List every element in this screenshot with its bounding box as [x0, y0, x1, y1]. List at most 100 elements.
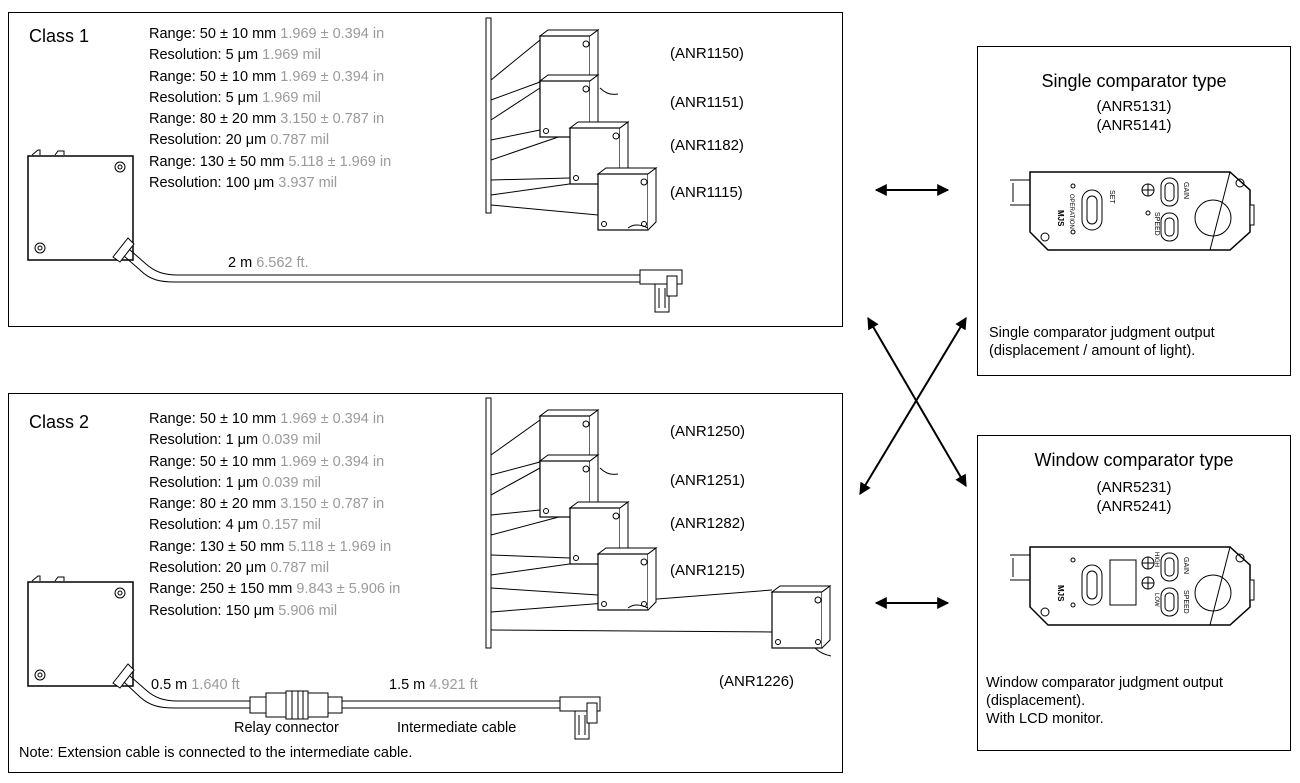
- spec-metric: Resolution: 100 μm: [149, 175, 275, 192]
- device-low-label: LOW: [1153, 593, 1159, 607]
- connection-arrows: [859, 184, 967, 609]
- class1-label: Class 1: [29, 26, 90, 46]
- device-speed-label: SPEED: [1182, 590, 1189, 614]
- note-text: Note: Extension cable is connected to th…: [19, 745, 413, 761]
- spec-line: Resolution: 150 μm 5.906 mil: [149, 601, 400, 622]
- spec-metric: Range: 250 ± 150 mm: [149, 581, 293, 598]
- class2-sensor-group: [485, 397, 832, 657]
- spec-line: Range: 50 ± 10 mm 1.969 ± 0.394 in: [149, 452, 400, 473]
- class1-main-sensor: [27, 149, 683, 313]
- spec-line: Resolution: 5 μm 1.969 mil: [149, 88, 391, 109]
- class2-panel: Class 2 Range: 50 ± 10 mm 1.969 ± 0.394 …: [8, 393, 843, 773]
- spec-metric: Resolution: 1 μm: [149, 474, 259, 491]
- spec-imperial: 1.969 ± 0.394 in: [280, 453, 385, 470]
- device-speed-label: SPEED: [1153, 212, 1160, 236]
- spec-line: Resolution: 1 μm 0.039 mil: [149, 473, 400, 494]
- spec-line: Resolution: 20 μm 0.787 mil: [149, 130, 391, 151]
- spec-imperial: 1.969 ± 0.394 in: [280, 26, 385, 42]
- single-model: (ANR5141): [1096, 117, 1172, 134]
- window-comparator-device: MJS HIGH LOW GAIN SPEED: [1010, 546, 1255, 626]
- spec-line: Range: 130 ± 50 mm 5.118 ± 1.969 in: [149, 152, 391, 173]
- spec-imperial: 0.157 mil: [262, 517, 321, 534]
- model-label: (ANR1226): [719, 673, 795, 690]
- spec-imperial: 1.969 ± 0.394 in: [280, 68, 385, 85]
- window-model: (ANR5231): [1096, 479, 1172, 496]
- class2-cable-short: 0.5 m 1.640 ft: [151, 677, 240, 693]
- spec-imperial: 1.969 mil: [262, 89, 321, 106]
- model-label: (ANR1250): [670, 423, 746, 440]
- spec-line: Range: 50 ± 10 mm 1.969 ± 0.394 in: [149, 67, 391, 88]
- spec-line: Range: 130 ± 50 mm 5.118 ± 1.969 in: [149, 537, 400, 558]
- spec-line: Range: 250 ± 150 mm 9.843 ± 5.906 in: [149, 579, 400, 600]
- model-label: (ANR1182): [670, 137, 744, 154]
- spec-metric: Range: 130 ± 50 mm: [149, 538, 285, 555]
- window-description-line: Window comparator judgment output (displ…: [986, 675, 1223, 709]
- spec-metric: Range: 50 ± 10 mm: [149, 26, 277, 42]
- spec-line: Resolution: 4 μm 0.157 mil: [149, 515, 400, 536]
- spec-metric: Range: 50 ± 10 mm: [149, 68, 277, 85]
- window-description-line: With LCD monitor.: [986, 711, 1104, 727]
- cable-imperial: 6.562 ft.: [256, 255, 309, 271]
- cable-imperial: 4.921 ft: [429, 677, 478, 693]
- sensor-anr1226: [771, 585, 831, 649]
- model-label: (ANR1215): [670, 562, 746, 579]
- spec-metric: Resolution: 20 μm: [149, 132, 267, 149]
- spec-metric: Range: 80 ± 20 mm: [149, 496, 277, 513]
- spec-metric: Resolution: 20 μm: [149, 560, 267, 577]
- single-comparator-device: MJS SET GAIN SPEED OPERATION: [1010, 171, 1255, 251]
- spec-imperial: 3.937 mil: [278, 175, 338, 192]
- spec-imperial: 0.039 mil: [262, 432, 321, 449]
- spec-imperial: 5.118 ± 1.969 in: [288, 153, 392, 170]
- intermediate-cable-label: Intermediate cable: [397, 720, 517, 736]
- single-model: (ANR5131): [1096, 98, 1172, 115]
- sensor-anr1215: [597, 547, 657, 611]
- arrow-class2-single: [859, 316, 967, 496]
- single-description: Single comparator judgment output (displ…: [989, 325, 1215, 359]
- class2-main-sensor: [27, 575, 601, 740]
- model-label: (ANR1151): [670, 94, 744, 111]
- spec-metric: Resolution: 1 μm: [149, 432, 259, 449]
- spec-imperial: 0.787 mil: [270, 560, 330, 577]
- spec-line: Range: 80 ± 20 mm 3.150 ± 0.787 in: [149, 494, 400, 515]
- device-gain-label: GAIN: [1182, 557, 1189, 574]
- device-gain-label: GAIN: [1182, 182, 1189, 199]
- spec-metric: Resolution: 150 μm: [149, 602, 275, 619]
- class1-spec-list: Range: 50 ± 10 mm 1.969 ± 0.394 in Resol…: [149, 24, 391, 194]
- spec-imperial: 3.150 ± 0.787 in: [280, 496, 385, 513]
- model-label: (ANR1150): [670, 45, 744, 62]
- spec-line: Range: 50 ± 10 mm 1.969 ± 0.394 in: [149, 409, 400, 430]
- single-title: Single comparator type: [1041, 71, 1227, 91]
- class1-cable-length: 2 m 6.562 ft.: [228, 255, 309, 271]
- cable-metric: 2 m: [228, 255, 253, 271]
- device-high-label: HIGH: [1153, 552, 1159, 567]
- spec-imperial: 3.150 ± 0.787 in: [280, 111, 385, 128]
- class1-sensor-group: [485, 17, 657, 231]
- device-brand-label: MJS: [1056, 210, 1065, 227]
- device-brand-label: MJS: [1056, 585, 1065, 602]
- spec-metric: Range: 50 ± 10 mm: [149, 453, 277, 470]
- cable-metric: 1.5 m: [389, 677, 426, 693]
- model-label: (ANR1251): [670, 472, 746, 489]
- spec-metric: Resolution: 4 μm: [149, 517, 259, 534]
- spec-line: Range: 50 ± 10 mm 1.969 ± 0.394 in: [149, 24, 391, 45]
- window-title: Window comparator type: [1034, 450, 1234, 470]
- model-label: (ANR1115): [670, 184, 743, 201]
- spec-imperial: 0.787 mil: [270, 132, 330, 149]
- spec-imperial: 9.843 ± 5.906 in: [296, 581, 401, 598]
- class2-spec-list: Range: 50 ± 10 mm 1.969 ± 0.394 in Resol…: [149, 409, 400, 622]
- device-set-label: SET: [1108, 190, 1115, 204]
- spec-metric: Resolution: 5 μm: [149, 47, 259, 64]
- spec-line: Resolution: 100 μm 3.937 mil: [149, 173, 391, 194]
- spec-line: Resolution: 1 μm 0.039 mil: [149, 430, 400, 451]
- device-operation-label: OPERATION: [1068, 194, 1074, 229]
- spec-metric: Range: 130 ± 50 mm: [149, 153, 285, 170]
- spec-imperial: 1.969 ± 0.394 in: [280, 411, 385, 427]
- class2-label: Class 2: [29, 412, 90, 432]
- window-description: Window comparator judgment output (displ…: [986, 674, 1286, 728]
- spec-imperial: 5.906 mil: [278, 602, 338, 619]
- class2-cable-long: 1.5 m 4.921 ft: [389, 677, 478, 693]
- spec-metric: Range: 50 ± 10 mm: [149, 411, 277, 427]
- spec-metric: Resolution: 5 μm: [149, 89, 259, 106]
- spec-imperial: 0.039 mil: [262, 474, 321, 491]
